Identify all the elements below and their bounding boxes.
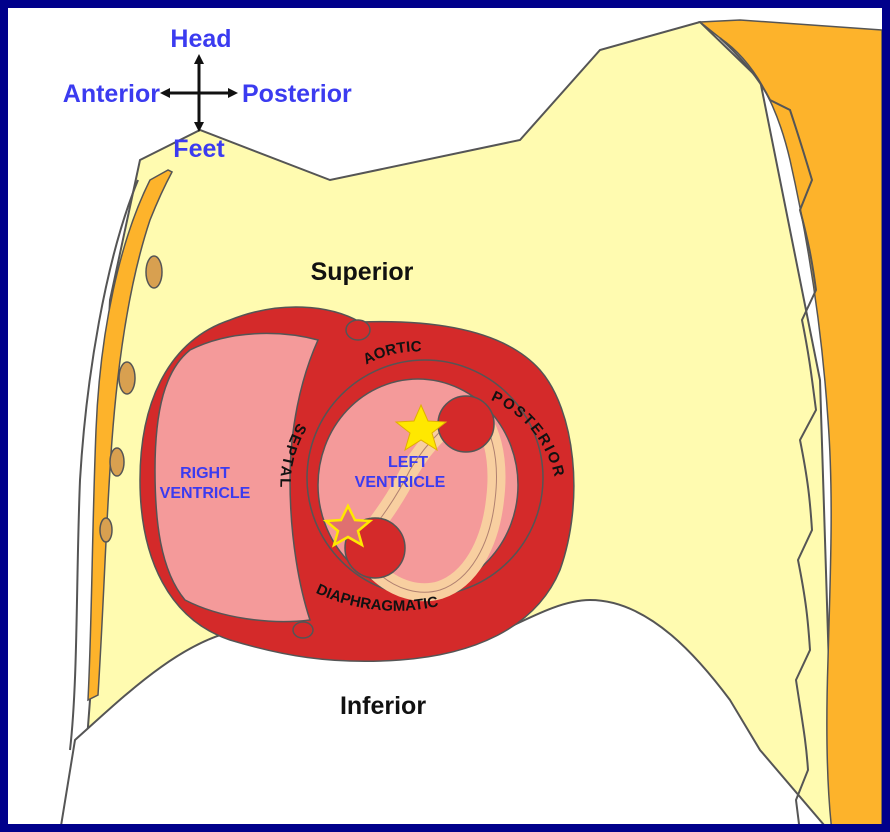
cardiac-diagram: AORTIC POSTERIOR SEPTAL DIAPHRAGMATIC RI…	[8, 8, 882, 824]
papillary-muscle-posterior	[438, 396, 494, 452]
feet-label: Feet	[173, 135, 225, 163]
rib-cartilage	[146, 256, 162, 288]
rib-cartilage	[119, 362, 135, 394]
coronary-artery-top	[346, 320, 370, 340]
head-label: Head	[170, 25, 231, 53]
left-ventricle-label-line1: LEFT	[388, 454, 428, 471]
right-ventricle-label-line1: RIGHT	[180, 465, 230, 482]
diagram-frame: AORTIC POSTERIOR SEPTAL DIAPHRAGMATIC RI…	[8, 8, 882, 824]
rib-cartilage	[110, 448, 124, 476]
orientation-compass	[160, 54, 238, 132]
superior-label: Superior	[311, 258, 414, 286]
inferior-label: Inferior	[340, 692, 426, 720]
left-ventricle-label-line2: VENTRICLE	[355, 474, 446, 491]
posterior-label: Posterior	[242, 80, 352, 108]
anterior-label: Anterior	[63, 80, 161, 108]
right-ventricle-label-line2: VENTRICLE	[160, 485, 251, 502]
coronary-artery-bottom	[293, 622, 313, 638]
rib-cartilage	[100, 518, 112, 542]
